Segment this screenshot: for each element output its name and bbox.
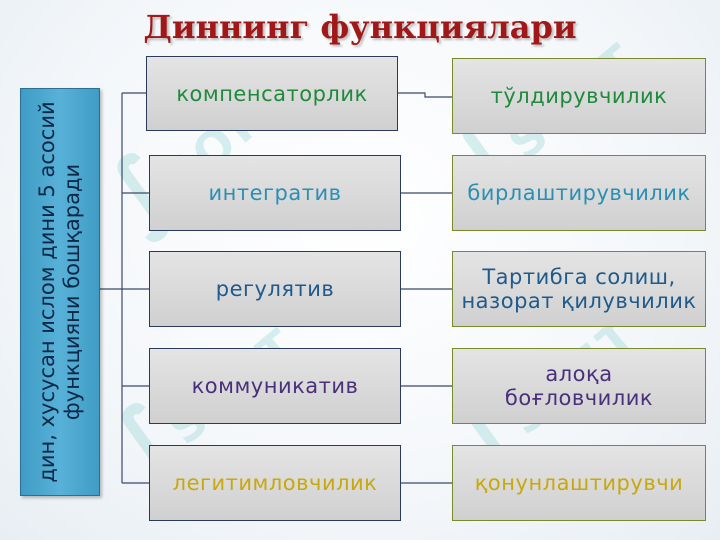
function-label: легитимловчилик bbox=[172, 471, 378, 495]
description-label: қонунлаштирувчи bbox=[474, 471, 684, 495]
function-box-5: легитимловчилик bbox=[149, 445, 401, 521]
function-label: компенсаторлик bbox=[176, 81, 368, 106]
description-label: Тартибга солиш, назорат қилувчилик bbox=[461, 265, 697, 313]
description-label: бирлаштирувчилик bbox=[467, 181, 691, 205]
side-label-text: дин, хусусан ислом дини 5 асосий функция… bbox=[35, 101, 84, 483]
description-box-4: алоқа боғловчилик bbox=[452, 348, 706, 424]
function-label: коммуникатив bbox=[191, 374, 359, 398]
description-label: тўлдирувчилик bbox=[490, 84, 668, 108]
description-label: алоқа боғловчилик bbox=[504, 362, 654, 410]
function-label: интегратив bbox=[208, 181, 342, 205]
description-box-5: қонунлаштирувчи bbox=[452, 445, 706, 521]
function-box-1: компенсаторлик bbox=[146, 56, 398, 131]
function-box-4: коммуникатив bbox=[149, 348, 401, 424]
description-box-3: Тартибга солиш, назорат қилувчилик bbox=[452, 251, 706, 327]
connector-line bbox=[398, 92, 452, 98]
function-box-3: регулятив bbox=[149, 251, 401, 327]
side-label-box: дин, хусусан ислом дини 5 асосий функция… bbox=[20, 88, 100, 496]
description-box-2: бирлаштирувчилик bbox=[452, 155, 706, 231]
function-label: регулятив bbox=[215, 277, 335, 301]
description-box-1: тўлдирувчилик bbox=[452, 58, 706, 134]
function-box-2: интегратив bbox=[149, 155, 401, 231]
slide-title: Диннинг функциялари bbox=[143, 8, 577, 46]
